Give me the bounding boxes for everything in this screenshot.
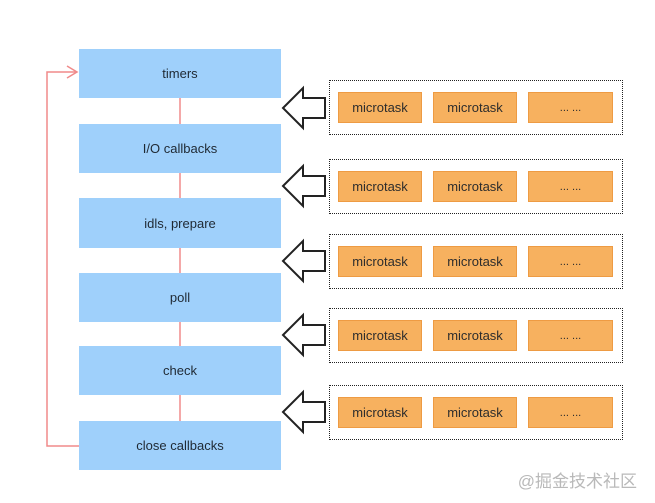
loop-arrowhead-icon bbox=[66, 65, 79, 79]
microtask-box: microtask bbox=[433, 320, 517, 351]
ellipsis-box: ... ... bbox=[528, 397, 613, 428]
microtask-queue-4: microtask microtask ... ... bbox=[329, 308, 623, 363]
phase-label: timers bbox=[162, 66, 198, 81]
phase-timers: timers bbox=[79, 49, 281, 98]
microtask-queue-3: microtask microtask ... ... bbox=[329, 234, 623, 289]
phase-check: check bbox=[79, 346, 281, 395]
watermark: @掘金技术社区 bbox=[517, 472, 637, 491]
left-arrow-icon bbox=[281, 238, 326, 284]
microtask-queue-5: microtask microtask ... ... bbox=[329, 385, 623, 440]
phase-poll: poll bbox=[79, 273, 281, 322]
left-arrow-icon bbox=[281, 312, 326, 358]
microtask-box: microtask bbox=[433, 171, 517, 202]
microtask-box: microtask bbox=[338, 397, 422, 428]
left-arrow-icon bbox=[281, 389, 326, 435]
ellipsis-box: ... ... bbox=[528, 92, 613, 123]
microtask-box: microtask bbox=[338, 171, 422, 202]
microtask-box: microtask bbox=[433, 92, 517, 123]
left-arrow-icon bbox=[281, 85, 326, 131]
phase-close-callbacks: close callbacks bbox=[79, 421, 281, 470]
phase-io-callbacks: I/O callbacks bbox=[79, 124, 281, 173]
microtask-box: microtask bbox=[433, 246, 517, 277]
microtask-queue-1: microtask microtask ... ... bbox=[329, 80, 623, 135]
phase-label: check bbox=[163, 363, 197, 378]
ellipsis-box: ... ... bbox=[528, 246, 613, 277]
microtask-box: microtask bbox=[338, 246, 422, 277]
phase-idle-prepare: idls, prepare bbox=[79, 198, 281, 248]
loop-back-arrow bbox=[46, 71, 79, 447]
microtask-box: microtask bbox=[338, 320, 422, 351]
phase-label: idls, prepare bbox=[144, 215, 216, 231]
phase-label: poll bbox=[169, 290, 191, 305]
left-arrow-icon bbox=[281, 163, 326, 209]
phase-label: I/O callbacks bbox=[142, 141, 218, 156]
microtask-queue-2: microtask microtask ... ... bbox=[329, 159, 623, 214]
microtask-box: microtask bbox=[433, 397, 517, 428]
phase-label: close callbacks bbox=[136, 438, 224, 453]
ellipsis-box: ... ... bbox=[528, 171, 613, 202]
ellipsis-box: ... ... bbox=[528, 320, 613, 351]
microtask-box: microtask bbox=[338, 92, 422, 123]
